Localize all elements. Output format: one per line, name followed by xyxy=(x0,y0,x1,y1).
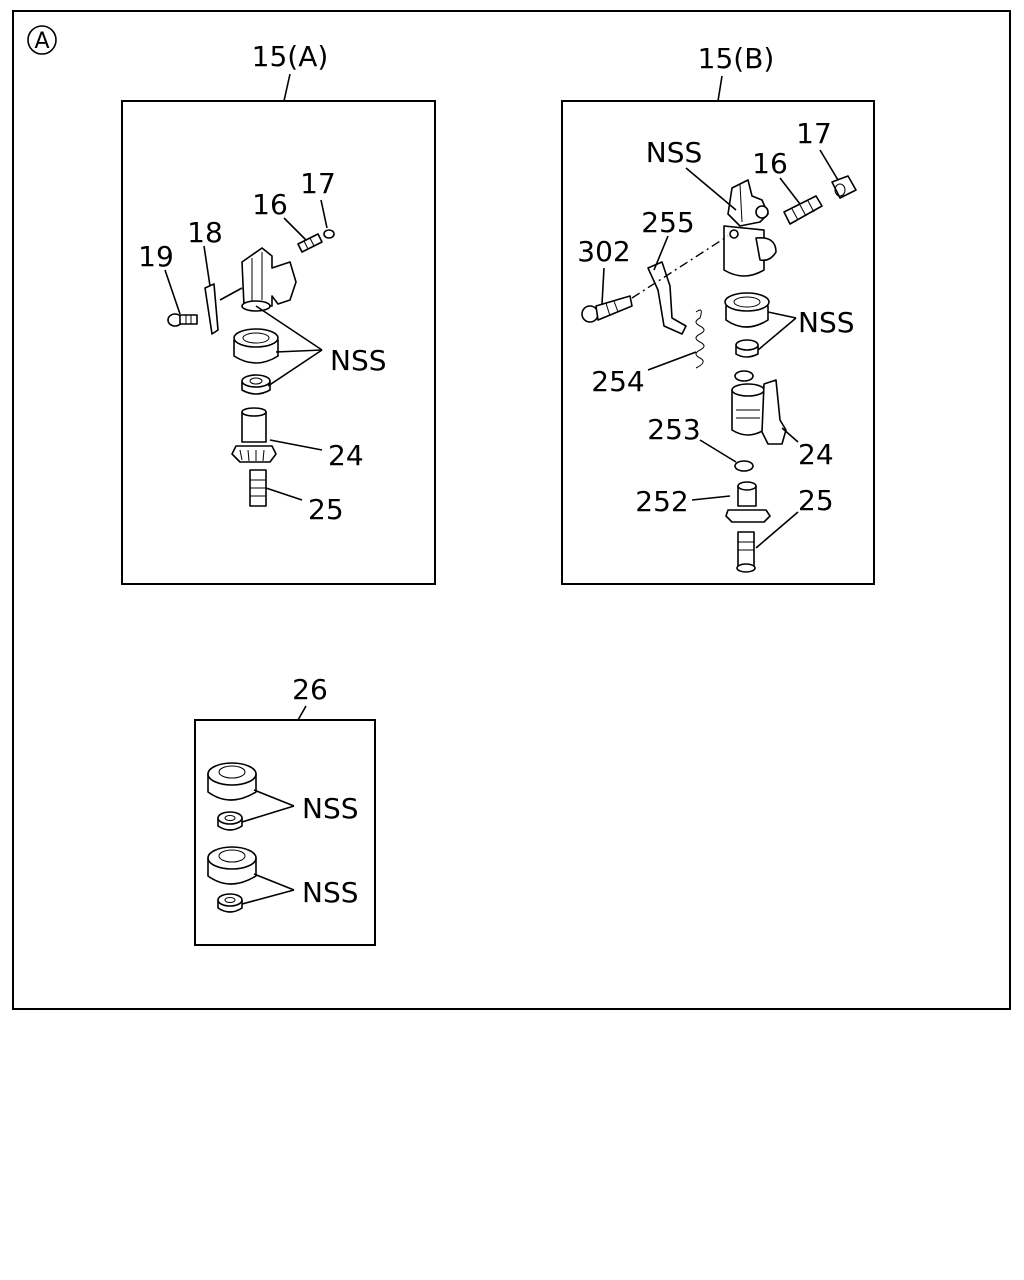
label-16b: 16 xyxy=(752,147,788,180)
label-18: 18 xyxy=(187,216,223,249)
spring-254 xyxy=(695,309,705,369)
group-26-title: 26 xyxy=(292,673,328,706)
view-marker-letter: A xyxy=(34,29,49,54)
label-24: 24 xyxy=(328,439,364,472)
label-nss-top: NSS xyxy=(646,136,703,169)
pin-25b xyxy=(736,531,756,573)
seal-large-b xyxy=(724,292,770,328)
seal-large xyxy=(233,328,279,364)
label-252: 252 xyxy=(635,485,688,518)
group-26-box xyxy=(194,719,376,946)
label-16: 16 xyxy=(252,188,288,221)
label-25: 25 xyxy=(308,493,344,526)
label-nss-mid: NSS xyxy=(798,306,855,339)
label-nss: NSS xyxy=(330,344,387,377)
label-24b: 24 xyxy=(798,438,834,471)
group-15a: 15(A) xyxy=(121,40,436,585)
cap-17b xyxy=(831,175,857,199)
fitting-16b xyxy=(783,195,823,225)
label-nss-26-1: NSS xyxy=(302,792,359,825)
washer-b xyxy=(735,339,759,358)
washer-small xyxy=(241,374,271,395)
lever-255 xyxy=(647,261,687,335)
group-15b-title: 15(B) xyxy=(698,42,775,75)
label-nss-26-2: NSS xyxy=(302,876,359,909)
outer-frame xyxy=(12,10,1011,1010)
group-26: 26 NSS NSS xyxy=(194,673,376,946)
pin-25 xyxy=(249,469,267,507)
group-15a-title: 15(A) xyxy=(252,40,329,73)
shaft-24 xyxy=(231,407,277,463)
group-15a-box xyxy=(121,100,436,585)
seal-set-2 xyxy=(207,846,257,913)
label-253: 253 xyxy=(647,413,700,446)
group-15b: 15(B) xyxy=(561,42,875,585)
view-marker: A xyxy=(27,25,57,55)
housing-15a xyxy=(219,247,297,312)
washer-253 xyxy=(734,460,754,472)
cap-17 xyxy=(323,229,335,239)
bolt-19 xyxy=(167,313,198,327)
label-255: 255 xyxy=(641,206,694,239)
gear-252 xyxy=(725,481,771,523)
housing-15b xyxy=(723,179,777,277)
body-24b xyxy=(731,370,787,445)
label-25b: 25 xyxy=(798,484,834,517)
label-254: 254 xyxy=(591,365,644,398)
seal-set-1 xyxy=(207,762,257,831)
label-17: 17 xyxy=(300,167,336,200)
bolt-302 xyxy=(581,295,633,323)
fitting-16 xyxy=(297,233,323,253)
label-302: 302 xyxy=(577,235,630,268)
label-17b: 17 xyxy=(796,117,832,150)
bracket-18 xyxy=(204,283,219,335)
label-19: 19 xyxy=(138,240,174,273)
